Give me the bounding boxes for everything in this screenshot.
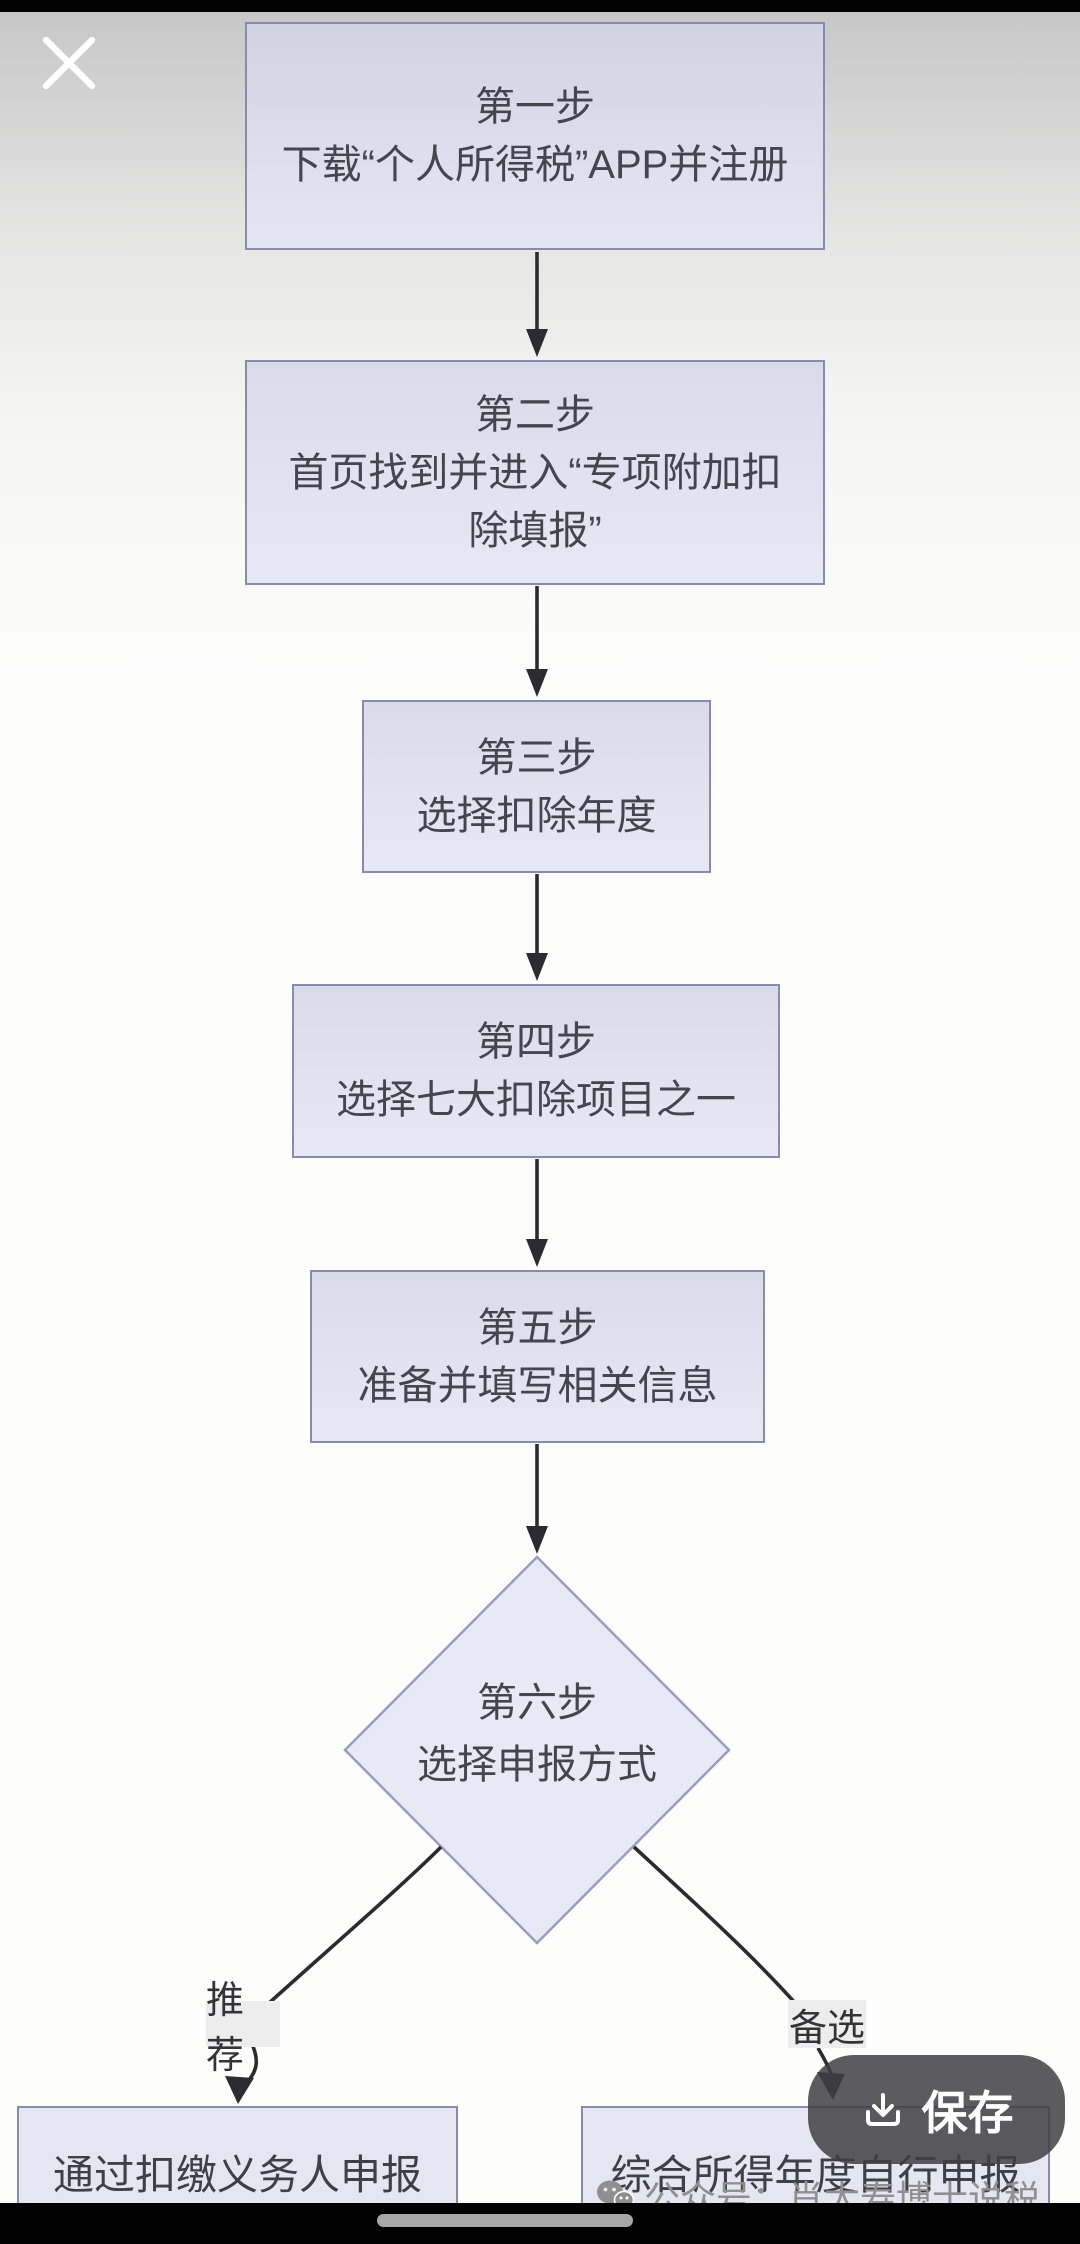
flow-step-6-decision: 第六步 选择申报方式 xyxy=(357,1672,717,1796)
branch-label-recommended: 推荐 xyxy=(206,1980,280,2077)
step-title: 第四步 xyxy=(476,1020,596,1064)
step-desc: 选择扣除年度 xyxy=(416,793,657,838)
flow-step-2: 第二步 首页找到并进入“专项附加扣除填报” xyxy=(245,360,825,585)
top-letterbox-bar xyxy=(0,0,1080,12)
step-desc: 准备并填写相关信息 xyxy=(357,1363,718,1408)
decision-diamond-shape xyxy=(343,1555,731,1945)
flow-step-1: 第一步 下载“个人所得税”APP并注册 xyxy=(245,22,825,250)
step-desc: 选择申报方式 xyxy=(417,1743,657,1787)
step-desc: 首页找到并进入“专项附加扣除填报” xyxy=(288,450,782,553)
step-title: 第一步 xyxy=(475,85,595,129)
step-desc: 下载“个人所得税”APP并注册 xyxy=(281,143,789,187)
flow-step-3: 第三步 选择扣除年度 xyxy=(362,700,711,873)
save-button-label: 保存 xyxy=(921,2086,1014,2139)
step-desc: 选择七大扣除项目之一 xyxy=(336,1078,736,1122)
step-title: 第二步 xyxy=(475,392,595,437)
home-indicator[interactable] xyxy=(377,2214,633,2227)
save-button[interactable]: 保存 xyxy=(808,2055,1065,2164)
download-icon xyxy=(865,2092,900,2126)
close-icon[interactable] xyxy=(38,32,100,94)
step-title: 第五步 xyxy=(477,1305,598,1350)
flow-step-4: 第四步 选择七大扣除项目之一 xyxy=(292,984,780,1158)
branch-label-alternative: 备选 xyxy=(788,2000,866,2050)
step-title: 第六步 xyxy=(477,1681,597,1725)
flow-step-5: 第五步 准备并填写相关信息 xyxy=(310,1270,765,1443)
step-title: 第三步 xyxy=(476,735,597,780)
